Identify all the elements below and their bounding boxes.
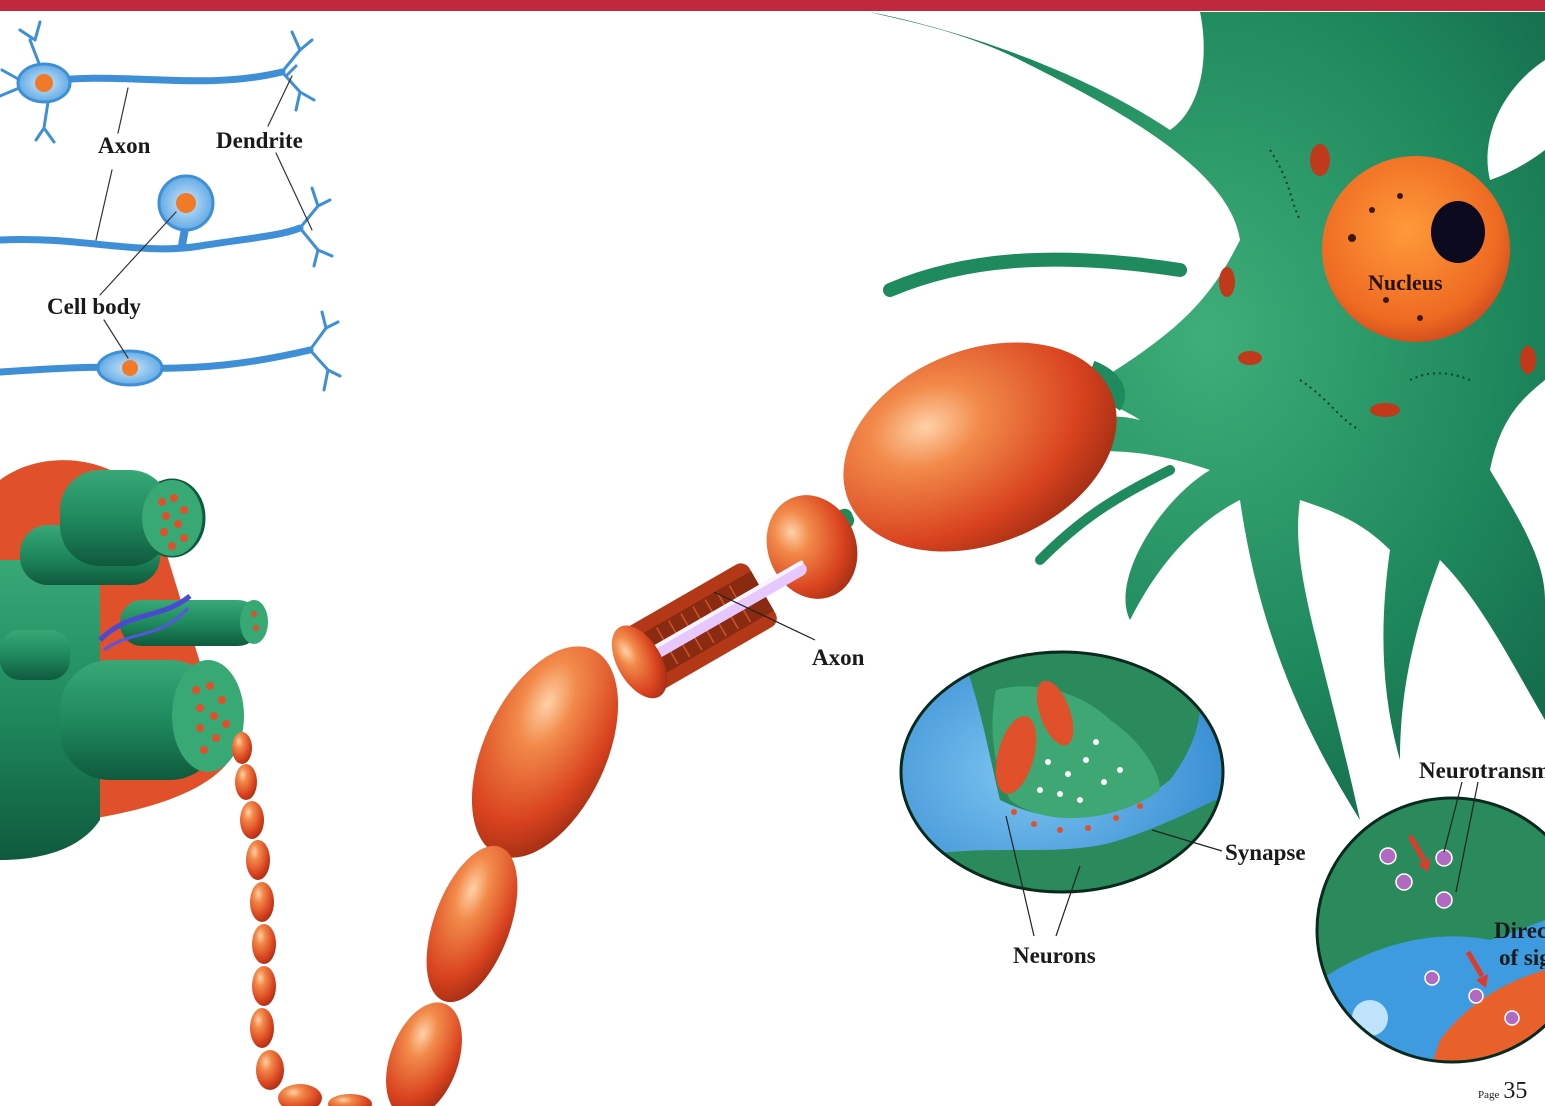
label-neurons: Neurons [1013,944,1096,967]
nucleolus [1431,201,1485,263]
label-axon-small-diagram: Axon [98,134,150,157]
label-synapse: Synapse [1225,841,1306,864]
small-neuron-2 [0,176,332,266]
small-neuron-diagrams [0,22,340,390]
label-axon-main: Axon [812,646,864,669]
small-axon-fiber [232,732,372,1106]
small-neuron-3 [0,312,340,390]
synapse-inset-1 [900,650,1240,936]
nucleus [1322,156,1510,342]
nerve-bundle [0,460,268,860]
label-direction-line-1: Direc [1494,919,1545,942]
label-direction-line-2: of sig [1499,946,1545,969]
label-neurotransmitter: Neurotransmi [1419,759,1545,782]
top-color-band [0,0,1545,11]
page-prefix: Page [1478,1089,1499,1101]
label-dendrite: Dendrite [216,129,303,152]
page-number: Page 35 [1478,1079,1527,1103]
small-neuron-1 [0,22,314,142]
label-cell-body: Cell body [47,295,141,318]
label-nucleus: Nucleus [1368,272,1443,294]
page-number-value: 35 [1503,1078,1527,1104]
